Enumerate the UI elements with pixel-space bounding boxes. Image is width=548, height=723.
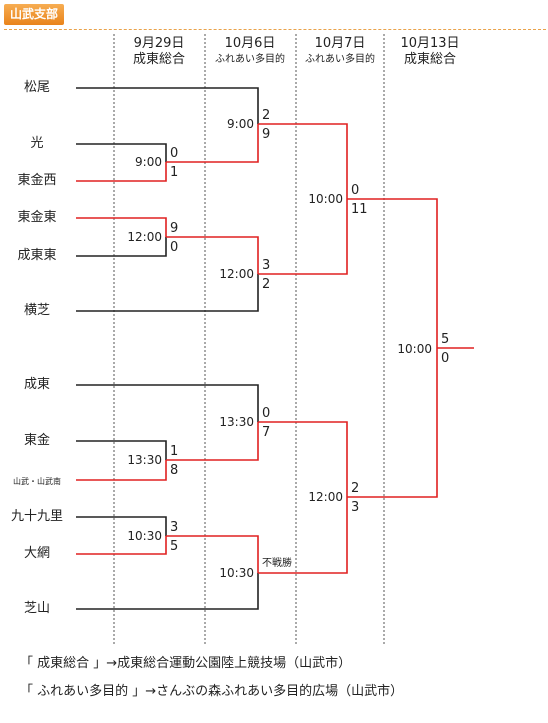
- match-score-top: 3: [262, 258, 271, 273]
- match-time: 12:00: [219, 267, 254, 281]
- column-header-4: 10月13日 成東総合: [385, 36, 475, 68]
- match-time: 10:30: [219, 566, 254, 580]
- line-naruto: [76, 384, 259, 422]
- match-score-bottom: 3: [351, 500, 360, 515]
- team-naruto: 成東: [23, 377, 50, 392]
- match-score-top: 0: [262, 406, 271, 421]
- column-venue: ふれあい多目的: [215, 54, 285, 65]
- line-matsuo: [76, 87, 259, 124]
- line-r2b-winner: [258, 199, 348, 275]
- line-shibayama: [76, 573, 259, 610]
- match-time: 9:00: [227, 117, 254, 131]
- line-r2a-winner: [258, 123, 348, 199]
- team-sanmu-sanmuminami: 山武・山武南: [13, 477, 61, 486]
- match-time: 9:00: [135, 155, 162, 169]
- match-score-top: 1: [170, 444, 179, 459]
- team-togane-nishi: 東金西: [17, 173, 57, 188]
- line-r1d-winner: [166, 535, 259, 573]
- column-date: 10月6日: [224, 36, 276, 51]
- match-time: 10:00: [397, 342, 432, 356]
- line-r1a-winner: [166, 124, 259, 163]
- team-hikari: 光: [30, 136, 44, 151]
- team-oami: 大網: [23, 546, 50, 561]
- match-time: 13:30: [219, 415, 254, 429]
- line-togane-nishi: [76, 162, 167, 182]
- team-togane-higashi: 東金東: [17, 210, 57, 225]
- section-tag: 山武支部: [4, 4, 65, 25]
- column-venue: 成東総合: [403, 52, 456, 67]
- column-date: 10月13日: [400, 36, 460, 51]
- team-togane: 東金: [23, 433, 50, 448]
- line-kujukuri: [76, 516, 167, 536]
- match-score-bottom: 0: [170, 240, 179, 255]
- match-score-bottom: 2: [262, 277, 271, 292]
- match-score-bottom: 9: [262, 127, 271, 142]
- column-date: 9月29日: [133, 36, 185, 51]
- line-sanmu: [76, 460, 167, 481]
- line-r1c-winner: [166, 422, 259, 461]
- match-score-bottom: 7: [262, 425, 271, 440]
- match-score-top: 0: [351, 183, 360, 198]
- match-score-bottom: 0: [441, 351, 450, 366]
- line-r2c-winner: [258, 421, 348, 497]
- match-score-bottom: 1: [170, 165, 179, 180]
- line-r2d-winner: [258, 497, 348, 574]
- match-time: 13:30: [127, 453, 162, 467]
- match-score-top: 0: [170, 146, 179, 161]
- match-score-bottom: 5: [170, 539, 179, 554]
- team-yokoshiba: 横芝: [23, 303, 50, 318]
- match-time: 12:00: [127, 230, 162, 244]
- line-togane: [76, 440, 167, 460]
- team-shibayama: 芝山: [23, 601, 50, 616]
- line-oami: [76, 536, 167, 555]
- venue-legend-2: 「 ふれあい多目的 」→さんぶの森ふれあい多目的広場（山武市）: [20, 684, 404, 699]
- match-score-bottom: 8: [170, 463, 179, 478]
- column-header-2: 10月6日 ふれあい多目的: [205, 36, 295, 68]
- match-time: 10:30: [127, 529, 162, 543]
- column-header-1: 9月29日 成東総合: [114, 36, 204, 68]
- match-score-top: 9: [170, 221, 179, 236]
- line-togane-higashi: [76, 217, 167, 237]
- line-sfa-winner: [347, 198, 438, 348]
- match-time: 10:00: [308, 192, 343, 206]
- column-venue: ふれあい多目的: [305, 54, 375, 65]
- venue-legend-1: 「 成東総合 」→成東総合運動公園陸上競技場（山武市）: [20, 656, 352, 671]
- team-matsuo: 松尾: [23, 80, 50, 95]
- section-divider: [4, 29, 546, 30]
- walkover-note: 不戦勝: [262, 558, 292, 569]
- match-score-top: 3: [170, 520, 179, 535]
- match-score-top: 5: [441, 332, 450, 347]
- line-r1b-winner: [166, 236, 259, 274]
- match-score-bottom: 11: [351, 202, 368, 217]
- team-kujukuri: 九十九里: [10, 509, 63, 524]
- match-time: 12:00: [308, 490, 343, 504]
- column-date: 10月7日: [314, 36, 366, 51]
- match-score-top: 2: [351, 481, 360, 496]
- column-venue: 成東総合: [132, 52, 185, 67]
- line-hikari: [76, 143, 167, 162]
- line-naruto-higashi: [76, 237, 167, 257]
- match-score-top: 2: [262, 108, 271, 123]
- line-sfb-winner: [347, 348, 438, 498]
- column-header-3: 10月7日 ふれあい多目的: [296, 36, 384, 68]
- column-dividers: [113, 34, 385, 645]
- line-yokoshiba: [76, 274, 259, 312]
- team-naruto-higashi: 成東東: [17, 248, 57, 263]
